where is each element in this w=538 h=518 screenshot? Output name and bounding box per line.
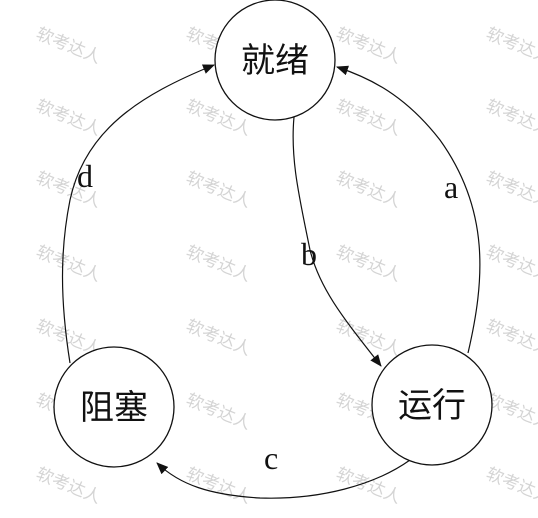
state-label-ready: 就绪 [241,41,309,81]
watermark-text: 软考达人 [333,316,404,360]
state-node-running: 运行 [371,344,493,466]
watermark-text: 软考达人 [183,168,254,212]
edge-blocked-to-ready [61,64,215,364]
watermark-text: 软考达人 [333,24,404,68]
transition-label-a: a [444,169,458,205]
watermark-text: 软考达人 [33,96,104,140]
watermark-text: 软考达人 [483,96,538,140]
watermark-text: 软考达人 [333,168,404,212]
watermark-text: 软考达人 [33,24,104,68]
state-label-blocked: 阻塞 [80,388,148,428]
edge-running-to-blocked [156,459,411,499]
watermark-text: 软考达人 [183,390,254,434]
transition-label-b: b [301,236,317,272]
watermark-text: 软考达人 [483,316,538,360]
watermark-text: 软考达人 [483,464,538,508]
transition-label-d: d [77,158,93,194]
state-node-ready: 就绪 [214,0,336,121]
watermark-text: 软考达人 [183,316,254,360]
transition-label-c: c [264,440,278,476]
watermark-text: 软考达人 [333,242,404,286]
watermark-text: 软考达人 [33,242,104,286]
state-label-running: 运行 [398,386,466,426]
watermark-text: 软考达人 [333,96,404,140]
watermark-text: 软考达人 [33,464,104,508]
watermark-text: 软考达人 [483,168,538,212]
edge-running-to-ready [336,65,481,354]
edge-ready-to-running [292,116,382,367]
state-node-blocked: 阻塞 [53,346,175,468]
watermark-text: 软考达人 [483,242,538,286]
watermark-text: 软考达人 [183,242,254,286]
watermark-text: 软考达人 [483,24,538,68]
